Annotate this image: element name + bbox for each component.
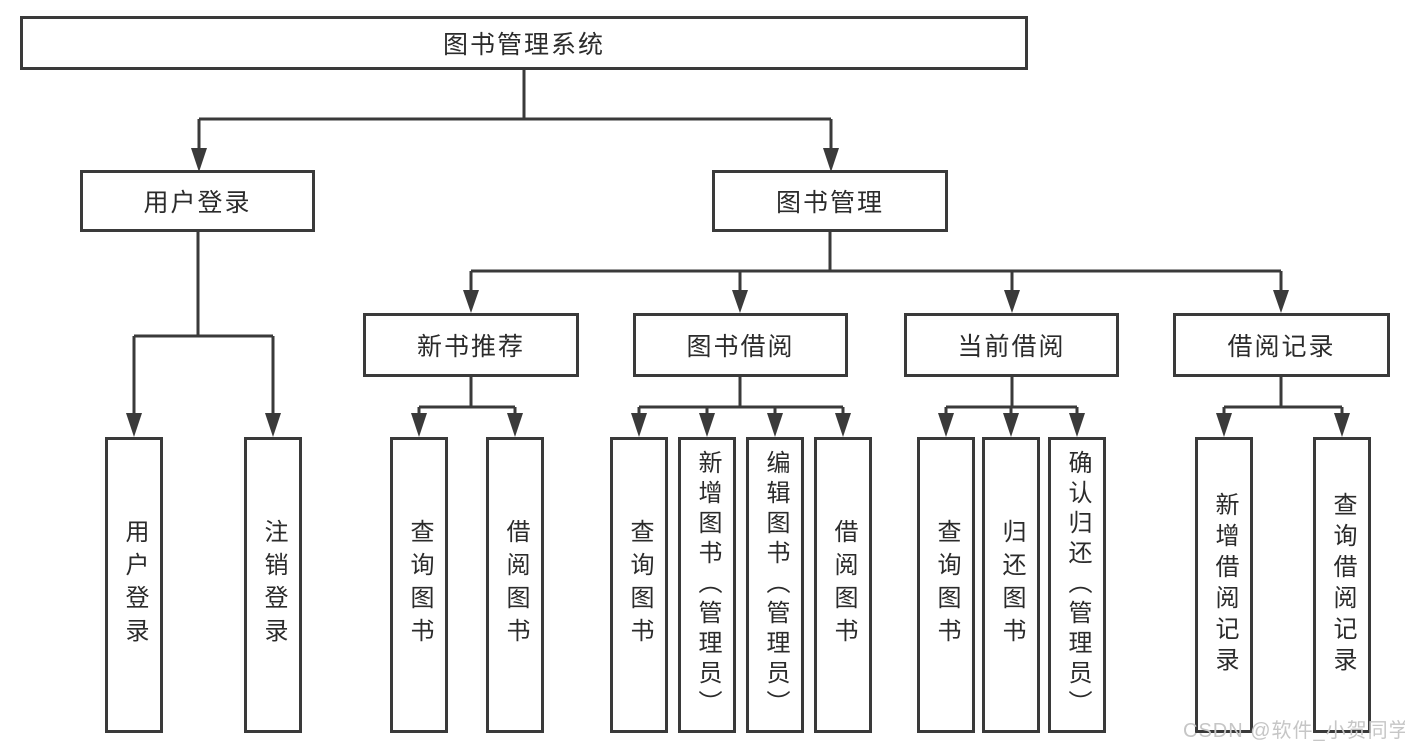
arrowhead [411, 413, 427, 437]
node-book-management-branch: 图书管理 [712, 170, 948, 232]
node-label: 借阅记录 [1227, 333, 1336, 361]
arrowhead [1004, 290, 1020, 313]
leaf-current-query-books: 查询图书 [917, 437, 975, 733]
arrowhead [507, 413, 523, 437]
arrowhead [126, 413, 142, 437]
node-label: 用户登录 [143, 189, 252, 217]
arrowhead [1003, 413, 1019, 437]
arrowhead [463, 290, 479, 313]
leaf-label: 新增借阅记录 [1211, 492, 1238, 678]
leaf-rec-borrow-books: 借阅图书 [486, 437, 544, 733]
connector-records-to-leaves [1222, 377, 1344, 416]
arrowhead [1334, 413, 1350, 437]
leaf-label: 注销登录 [260, 519, 287, 651]
node-label: 图书管理系统 [442, 31, 605, 59]
leaf-label: 借阅图书 [502, 519, 529, 651]
node-new-book-recommendation: 新书推荐 [363, 313, 579, 377]
arrowhead [191, 148, 207, 172]
connector-userlogin-to-leaves [132, 232, 275, 416]
leaf-rec-query-books: 查询图书 [390, 437, 448, 733]
arrowhead [767, 413, 783, 437]
node-label: 新书推荐 [416, 333, 525, 361]
leaf-label: 查询图书 [406, 519, 433, 651]
connector-arrowheads [126, 148, 1350, 437]
node-user-login-branch: 用户登录 [80, 170, 315, 232]
leaf-logout: 注销登录 [244, 437, 302, 733]
connector-root-to-level2 [197, 70, 833, 150]
connector-currentborrow-to-leaves [944, 377, 1079, 416]
leaf-label: 编辑图书（管理员） [762, 450, 789, 720]
csdn-watermark: CSDN @软件_小贺同学 [1183, 720, 1405, 742]
arrowhead [1216, 413, 1232, 437]
node-book-borrowing: 图书借阅 [633, 313, 848, 377]
leaf-borrow-borrow-books: 借阅图书 [814, 437, 872, 733]
leaf-borrow-edit-book-admin: 编辑图书（管理员） [746, 437, 804, 733]
leaf-label: 查询借阅记录 [1329, 492, 1356, 678]
arrowhead [265, 413, 281, 437]
leaf-label: 归还图书 [998, 519, 1025, 651]
connector-newbookrec-to-leaves [417, 377, 517, 416]
arrowhead [732, 290, 748, 313]
leaf-label: 借阅图书 [830, 519, 857, 651]
leaf-current-return-books: 归还图书 [982, 437, 1040, 733]
arrowhead [1069, 413, 1085, 437]
arrowhead [835, 413, 851, 437]
leaf-label: 查询图书 [933, 519, 960, 651]
arrowhead [938, 413, 954, 437]
leaf-label: 用户登录 [121, 519, 148, 651]
connector-bookmgmt-to-level3 [469, 232, 1283, 292]
node-label: 图书管理 [775, 189, 884, 217]
leaf-label: 新增图书（管理员） [694, 450, 721, 720]
leaf-label: 确认归还（管理员） [1064, 450, 1091, 720]
leaf-borrow-add-book-admin: 新增图书（管理员） [678, 437, 736, 733]
arrowhead [1273, 290, 1289, 313]
leaf-borrow-query-books: 查询图书 [610, 437, 668, 733]
connector-lines [132, 70, 1344, 416]
node-label: 当前借阅 [957, 333, 1066, 361]
leaf-current-confirm-return-admin: 确认归还（管理员） [1048, 437, 1106, 733]
arrowhead [631, 413, 647, 437]
leaf-label: 查询图书 [626, 519, 653, 651]
arrowhead [823, 148, 839, 172]
node-borrowing-records: 借阅记录 [1173, 313, 1390, 377]
leaf-user-login: 用户登录 [105, 437, 163, 733]
arrowhead [699, 413, 715, 437]
connector-bookborrow-to-leaves [637, 377, 845, 416]
leaf-records-query-record: 查询借阅记录 [1313, 437, 1371, 733]
node-system-root: 图书管理系统 [20, 16, 1028, 70]
node-label: 图书借阅 [686, 333, 795, 361]
leaf-records-add-record: 新增借阅记录 [1195, 437, 1253, 733]
node-current-borrowing: 当前借阅 [904, 313, 1119, 377]
